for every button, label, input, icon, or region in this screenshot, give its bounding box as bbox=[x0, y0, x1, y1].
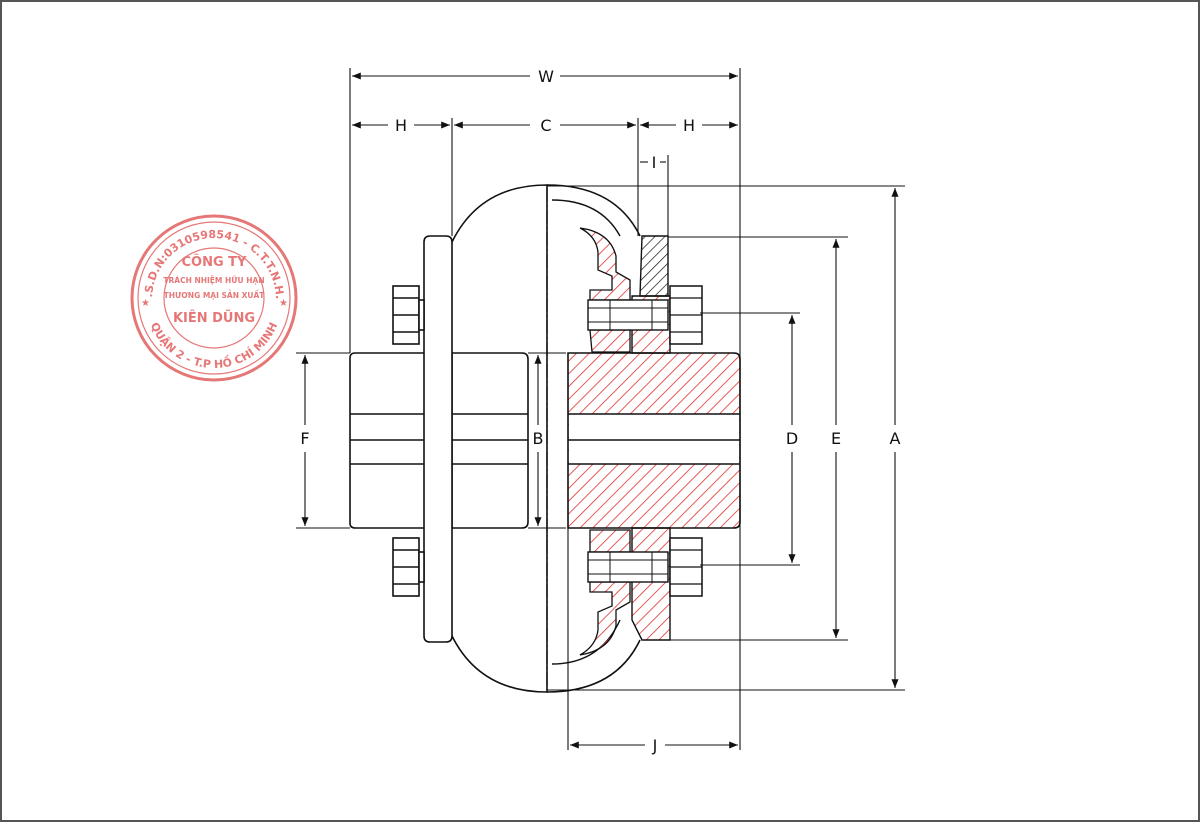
dimension-lines bbox=[296, 68, 905, 750]
dim-label-H-right: H bbox=[683, 116, 695, 135]
company-stamp: M.S.D.N:0310598541 - C.T.T.N.H.H QUẬN 2 … bbox=[0, 0, 298, 382]
dim-label-A: A bbox=[890, 429, 901, 448]
dim-label-E: E bbox=[831, 429, 841, 448]
stamp-ring-bottom: QUẬN 2 - T.P HỒ CHÍ MINH bbox=[148, 320, 280, 371]
stamp-star-left-icon: ★ bbox=[141, 298, 150, 309]
stamp-line-3: THƯƠNG MẠI SẢN XUẤT bbox=[164, 290, 266, 300]
stamp-star-right-icon: ★ bbox=[279, 298, 288, 309]
dim-label-J: J bbox=[652, 736, 658, 755]
dim-label-F: F bbox=[300, 429, 309, 448]
right-half-section bbox=[546, 184, 741, 693]
stamp-line-2: TRÁCH NHIỆM HỮU HẠN bbox=[163, 276, 264, 285]
stamp-line-1: CÔNG TY bbox=[182, 254, 248, 270]
dim-label-W: W bbox=[538, 67, 554, 86]
dim-label-B: B bbox=[533, 429, 544, 448]
dim-label-I: I bbox=[652, 153, 657, 172]
stamp-line-4: KIÊN DŨNG bbox=[173, 310, 255, 326]
left-half-body bbox=[349, 184, 548, 693]
dim-label-H-left: H bbox=[395, 116, 407, 135]
dimension-labels: W H C H I F B D E A J bbox=[300, 67, 900, 755]
dim-label-D: D bbox=[786, 429, 798, 448]
dim-label-C: C bbox=[540, 116, 551, 135]
